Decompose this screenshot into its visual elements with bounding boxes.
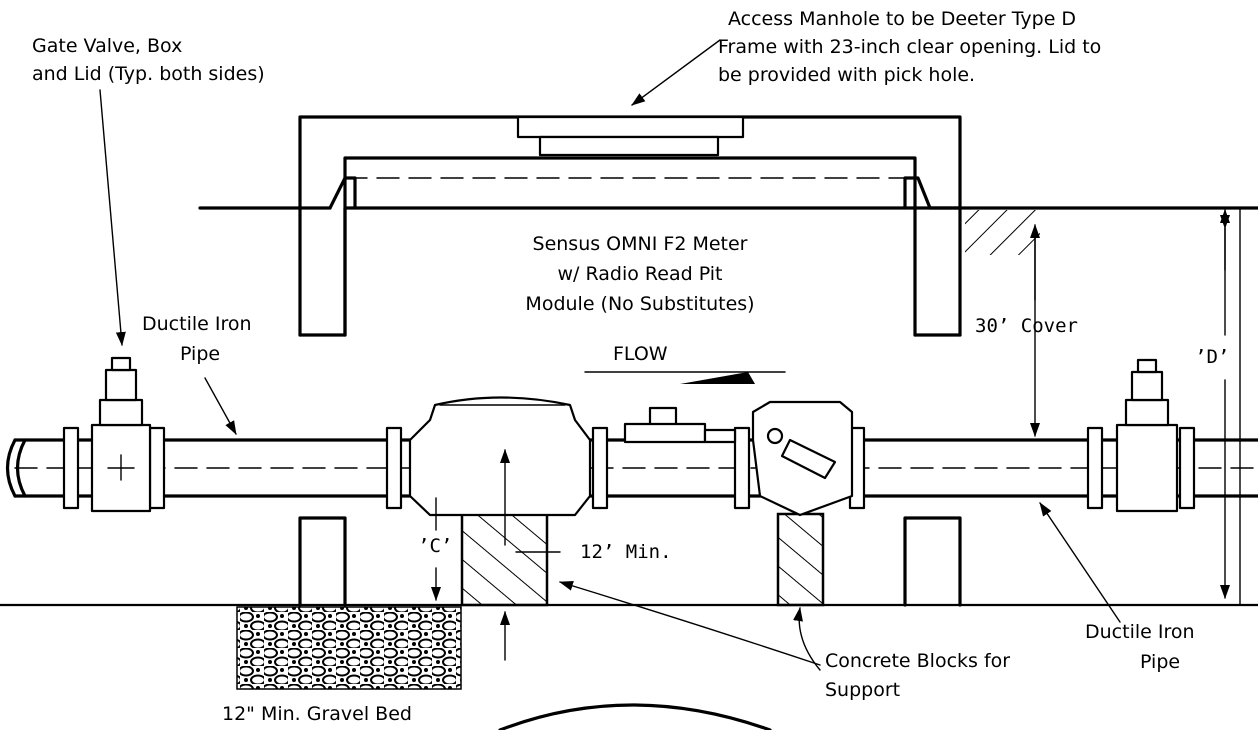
bottom-arc (498, 703, 772, 730)
gate-valve-left (90, 356, 152, 513)
gravel-bed (236, 606, 462, 690)
earth-hatch (965, 210, 1040, 255)
concrete-block-right (776, 512, 825, 607)
svg-text:Concrete Blocks for: Concrete Blocks for (825, 650, 1010, 672)
min-12-label: 12’ Min. (580, 541, 672, 563)
ductile-iron-pipe-label-right: Ductile Iron Pipe (1085, 621, 1195, 673)
water-meter (408, 396, 592, 517)
svg-text:Ductile Iron: Ductile Iron (1085, 621, 1195, 643)
pit-walls-lower (298, 516, 962, 607)
dimension-d (1220, 207, 1241, 606)
manhole-label: Access Manhole to be Deeter Type D Frame… (718, 8, 1101, 86)
gate-valve-right (1115, 358, 1179, 513)
radio-module (623, 406, 737, 444)
svg-text:Support: Support (825, 679, 900, 701)
ductile-iron-pipe-label-left: Ductile Iron Pipe (142, 313, 252, 365)
dimension-d-label: ’D’ (1195, 346, 1229, 368)
meter-label: Sensus OMNI F2 Meter w/ Radio Read Pit M… (525, 233, 754, 315)
manhole-lid (516, 115, 745, 157)
gravel-bed-label: 12" Min. Gravel Bed (222, 703, 412, 725)
dimension-c-label: ’C’ (418, 535, 452, 557)
svg-text:and Lid (Typ. both sides): and Lid (Typ. both sides) (32, 63, 265, 85)
svg-text:Ductile Iron: Ductile Iron (142, 313, 252, 335)
check-valve (751, 400, 854, 517)
svg-text:be provided with pick hole.: be provided with pick hole. (718, 64, 975, 86)
svg-text:Frame with 23-inch clear openi: Frame with 23-inch clear opening. Lid to (718, 36, 1101, 58)
flow-label: FLOW (613, 343, 668, 365)
gate-valve-label: Gate Valve, Box and Lid (Typ. both sides… (32, 35, 265, 85)
svg-text:Module (No Substitutes): Module (No Substitutes) (525, 293, 754, 315)
concrete-blocks-label: Concrete Blocks for Support (825, 650, 1010, 701)
svg-text:Access Manhole to be Deeter Ty: Access Manhole to be Deeter Type D (728, 8, 1076, 30)
pipeline (5, 438, 1258, 498)
leader-arrows (99, 39, 1121, 671)
svg-text:Sensus OMNI F2 Meter: Sensus OMNI F2 Meter (533, 233, 748, 255)
flow-arrow (584, 371, 786, 384)
cover-label: 30’ Cover (975, 315, 1078, 337)
svg-text:w/ Radio Read Pit: w/ Radio Read Pit (558, 263, 723, 285)
svg-text:Pipe: Pipe (180, 343, 220, 365)
svg-text:Gate Valve, Box: Gate Valve, Box (32, 35, 182, 57)
svg-text:Pipe: Pipe (1140, 651, 1180, 673)
